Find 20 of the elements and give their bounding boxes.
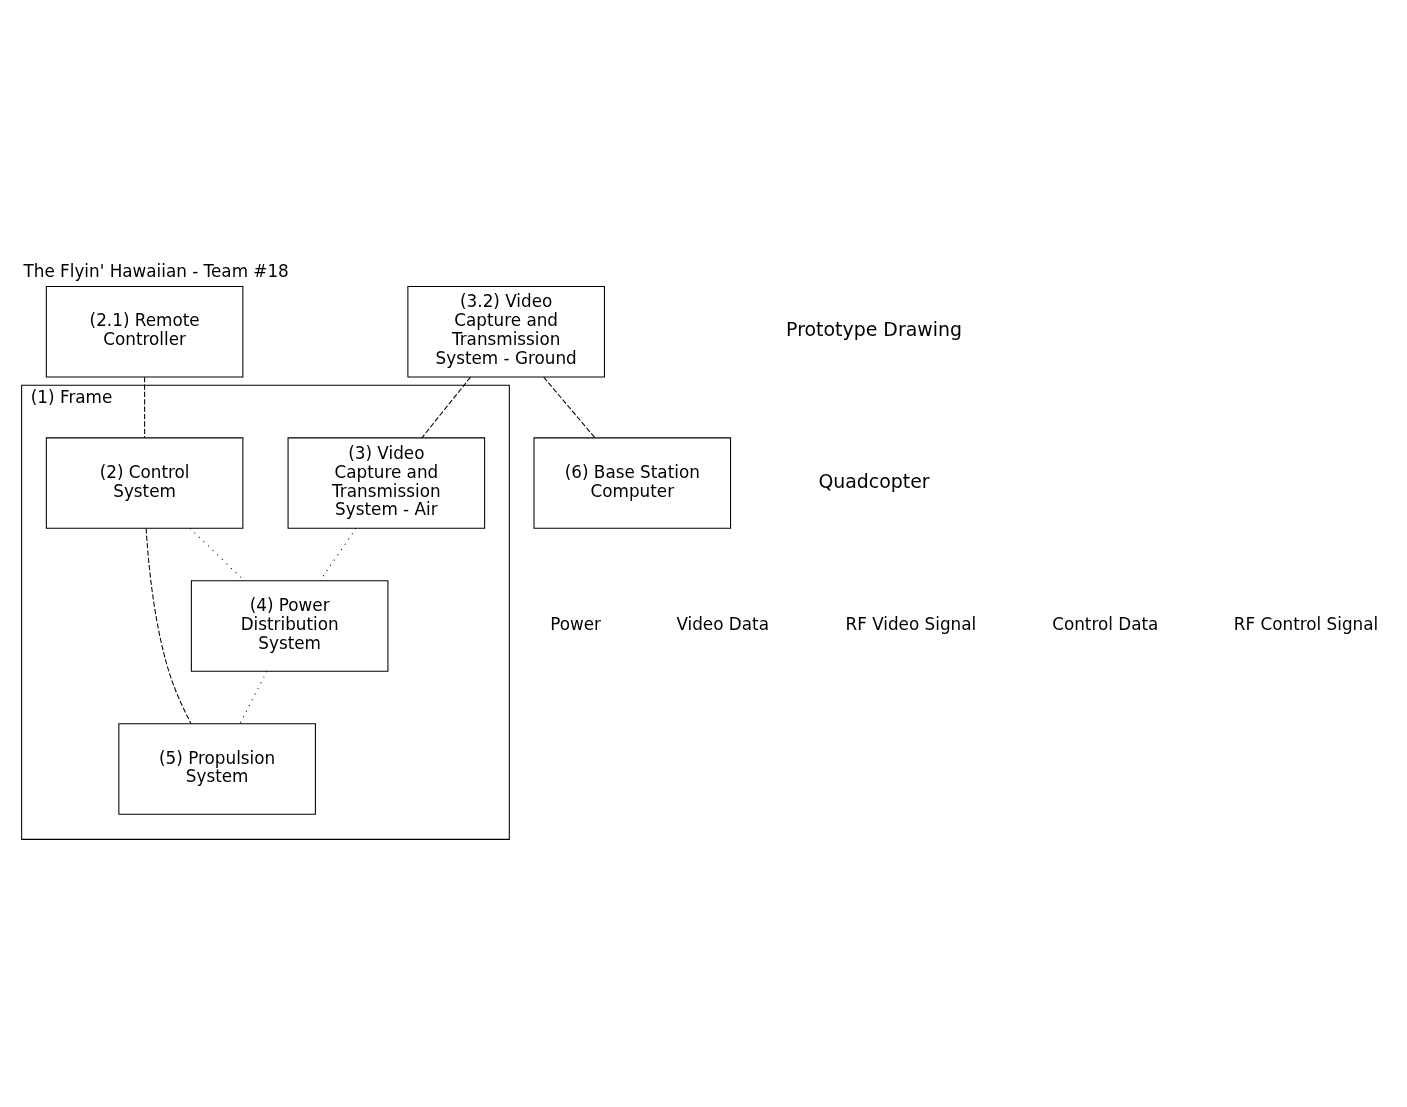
legend-label: Control Data (1052, 614, 1159, 635)
legend-label: Video Data (676, 614, 769, 635)
connector (319, 527, 357, 581)
node-box: (3) Video Capture and Transmission System - Air (287, 437, 486, 529)
label: Prototype Drawing (786, 318, 962, 341)
legend-label: RF Video Signal (845, 614, 977, 635)
connector (145, 527, 192, 724)
node-box: (3.2) Video Capture and Transmission System - Ground (407, 286, 605, 378)
connector (421, 376, 472, 439)
connector (144, 376, 146, 439)
connector (543, 376, 596, 439)
diagram-title: The Flyin' Hawaiian - Team #18 (23, 260, 289, 281)
node-box: (6) Base Station Computer (533, 437, 732, 529)
node-box: (2.1) Remote Controller (45, 286, 244, 378)
node-box: (5) Propulsion System (118, 723, 316, 815)
legend-label: RF Control Signal (1233, 614, 1379, 635)
legend-label: Power (550, 614, 601, 635)
node-box: (4) Power Distribution System (190, 580, 389, 672)
node-box: (2) Control System (45, 437, 244, 529)
label: Quadcopter (818, 469, 930, 492)
